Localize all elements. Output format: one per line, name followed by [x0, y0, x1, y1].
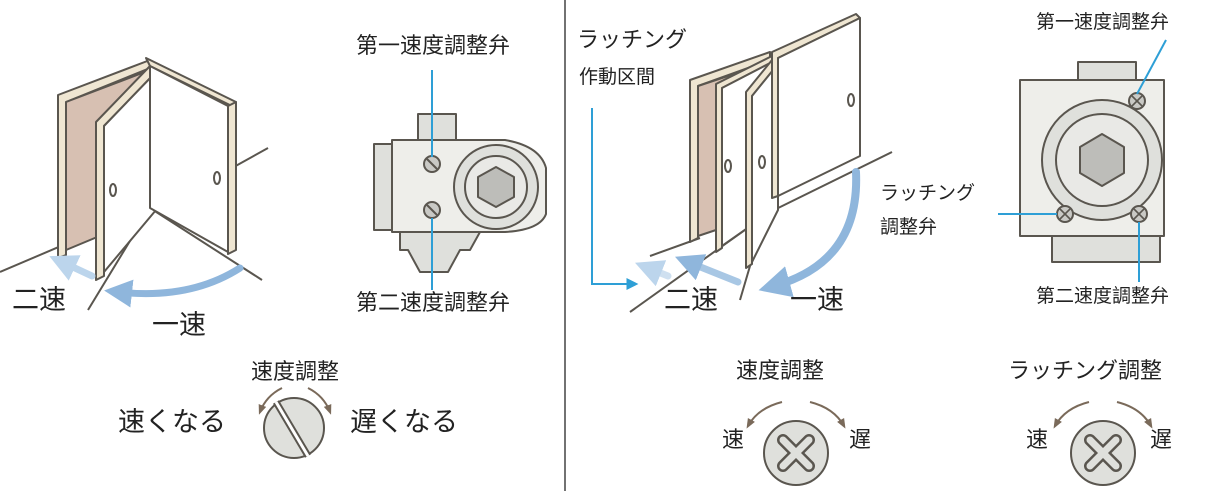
right-second-speed-arrow: [675, 254, 742, 286]
latch-slow-arrow: [1116, 401, 1153, 429]
right-closer-body: [1019, 61, 1165, 263]
first-speed-valve-label: 第一速度調整弁: [356, 34, 511, 59]
speed-fast-arrow: [746, 401, 783, 429]
second-speed-valve-label: 第二速度調整弁: [356, 291, 511, 316]
latching-valve-label-line2: 調整弁: [880, 216, 938, 238]
right-door-illustration: [629, 13, 893, 313]
speed-cross-knob: [763, 420, 829, 486]
right-speed-adjust-title: 速度調整: [736, 359, 825, 384]
right-latch-arrow: [635, 260, 672, 287]
latching-zone-label-line2: 作動区間: [579, 66, 656, 88]
speed-slow-label: 遅: [849, 428, 872, 453]
latching-valve-label-line1: ラッチング: [880, 182, 976, 204]
second-speed-label: 二速: [12, 285, 66, 316]
right-first-speed-label: 一速: [790, 285, 844, 316]
right-first-speed-valve-label: 第一速度調整弁: [1036, 11, 1170, 33]
first-speed-label: 一速: [152, 310, 206, 341]
left-closer-body: [373, 113, 547, 273]
latching-zone-label-line1: ラッチング: [577, 28, 688, 53]
slower-direction-arrow: [307, 387, 332, 415]
latch-fast-label: 速: [1026, 428, 1049, 453]
slotted-screw-knob: [263, 397, 325, 459]
leader-latching-zone: [591, 108, 639, 290]
speed-fast-label: 速: [722, 428, 745, 453]
latch-fast-arrow: [1053, 401, 1090, 429]
slower-label: 遅くなる: [350, 407, 458, 438]
left-door-illustration: [0, 57, 269, 311]
latch-cross-knob: [1070, 420, 1136, 486]
second-speed-arrow: [49, 255, 96, 281]
right-second-speed-label: 二速: [664, 285, 718, 316]
faster-label: 速くなる: [118, 407, 226, 438]
right-second-speed-valve-label: 第二速度調整弁: [1036, 285, 1170, 307]
speed-adjust-title: 速度調整: [251, 360, 340, 385]
speed-slow-arrow: [809, 401, 846, 429]
faster-direction-arrow: [258, 387, 283, 415]
right-first-speed-arrow: [758, 168, 861, 298]
first-speed-arrow: [104, 264, 244, 308]
latch-slow-label: 遅: [1150, 428, 1173, 453]
latch-adjust-title: ラッチング調整: [1008, 359, 1163, 384]
leader-first-valve-right: [1136, 39, 1167, 95]
